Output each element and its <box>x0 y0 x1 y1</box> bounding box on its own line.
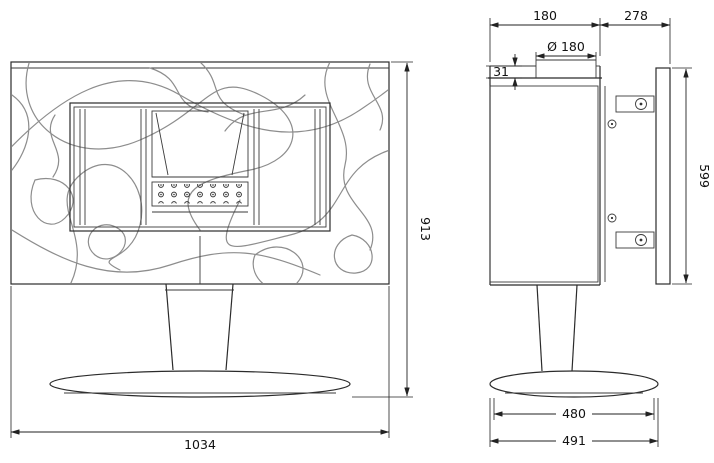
dim-side-height: 599 <box>672 67 712 285</box>
dim-base-inner: 480 <box>493 398 655 421</box>
art-pattern <box>12 63 388 283</box>
door-perforation-band <box>151 181 249 213</box>
mounting-brackets <box>607 95 655 249</box>
base-side <box>489 370 659 398</box>
side-view: 180 278 Ø 180 31 599 <box>486 8 712 448</box>
rear-heat-shield <box>655 67 671 285</box>
front-height-label: 913 <box>418 217 433 241</box>
flue-diameter-label: Ø 180 <box>547 39 585 54</box>
front-view: 913 1034 <box>10 61 433 452</box>
base-total-label: 491 <box>562 433 586 448</box>
base-front <box>49 370 351 398</box>
base-inner-label: 480 <box>562 406 586 421</box>
side-body <box>488 65 606 286</box>
front-width-label: 1034 <box>184 437 216 452</box>
pedestal-front <box>165 283 234 371</box>
side-height-label: 599 <box>697 164 712 188</box>
dim-flue-diameter: Ø 180 <box>535 39 597 59</box>
pedestal-side <box>536 284 578 372</box>
dim-front-width: 1034 <box>10 286 390 452</box>
dim-depth-rear: 278 <box>599 8 671 64</box>
dim-base-total: 491 <box>489 398 659 448</box>
dim-front-height: 913 <box>352 61 433 398</box>
depth-front-label: 180 <box>533 8 557 23</box>
dim-top-clearance: 31 <box>486 54 522 90</box>
door-glass-window <box>151 110 249 178</box>
door-right-louvers <box>253 109 321 225</box>
top-clearance-label: 31 <box>493 64 509 79</box>
front-door <box>69 102 331 232</box>
depth-rear-label: 278 <box>624 8 648 23</box>
door-left-louvers <box>79 109 147 225</box>
